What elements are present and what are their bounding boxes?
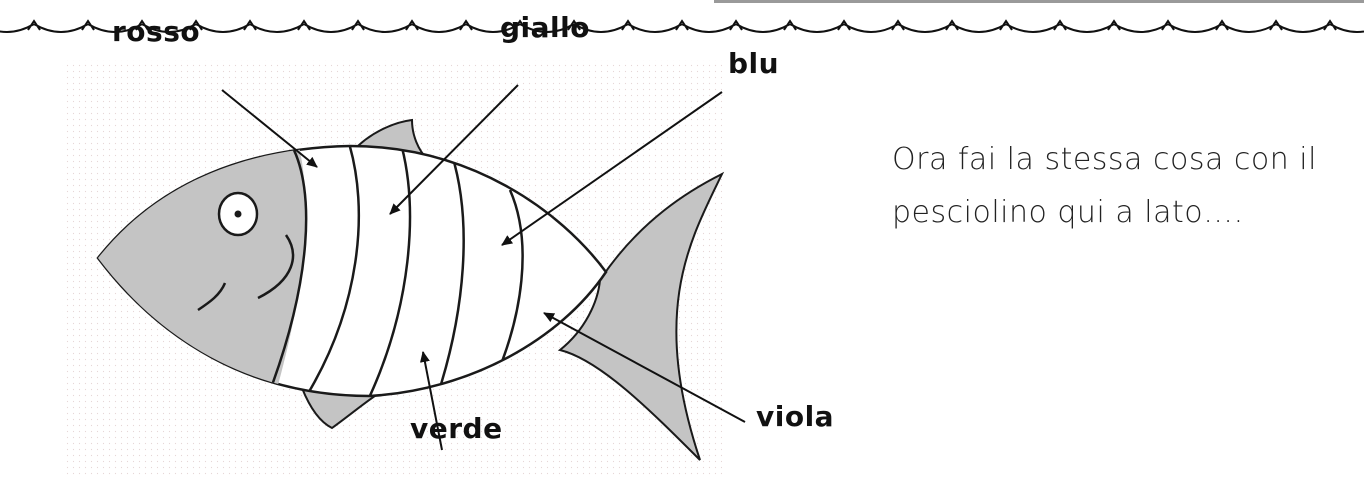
label-viola: viola <box>756 400 834 433</box>
label-rosso: rosso <box>112 15 200 48</box>
instruction-text: Ora fai la stessa cosa con il pesciolino… <box>892 133 1322 239</box>
top-divider-line <box>714 0 1364 3</box>
fish-pupil <box>235 211 242 218</box>
label-verde: verde <box>410 412 503 445</box>
wave-line <box>0 21 1364 32</box>
label-giallo: giallo <box>500 11 590 44</box>
wave-border <box>0 0 1364 44</box>
label-blu: blu <box>728 47 779 80</box>
